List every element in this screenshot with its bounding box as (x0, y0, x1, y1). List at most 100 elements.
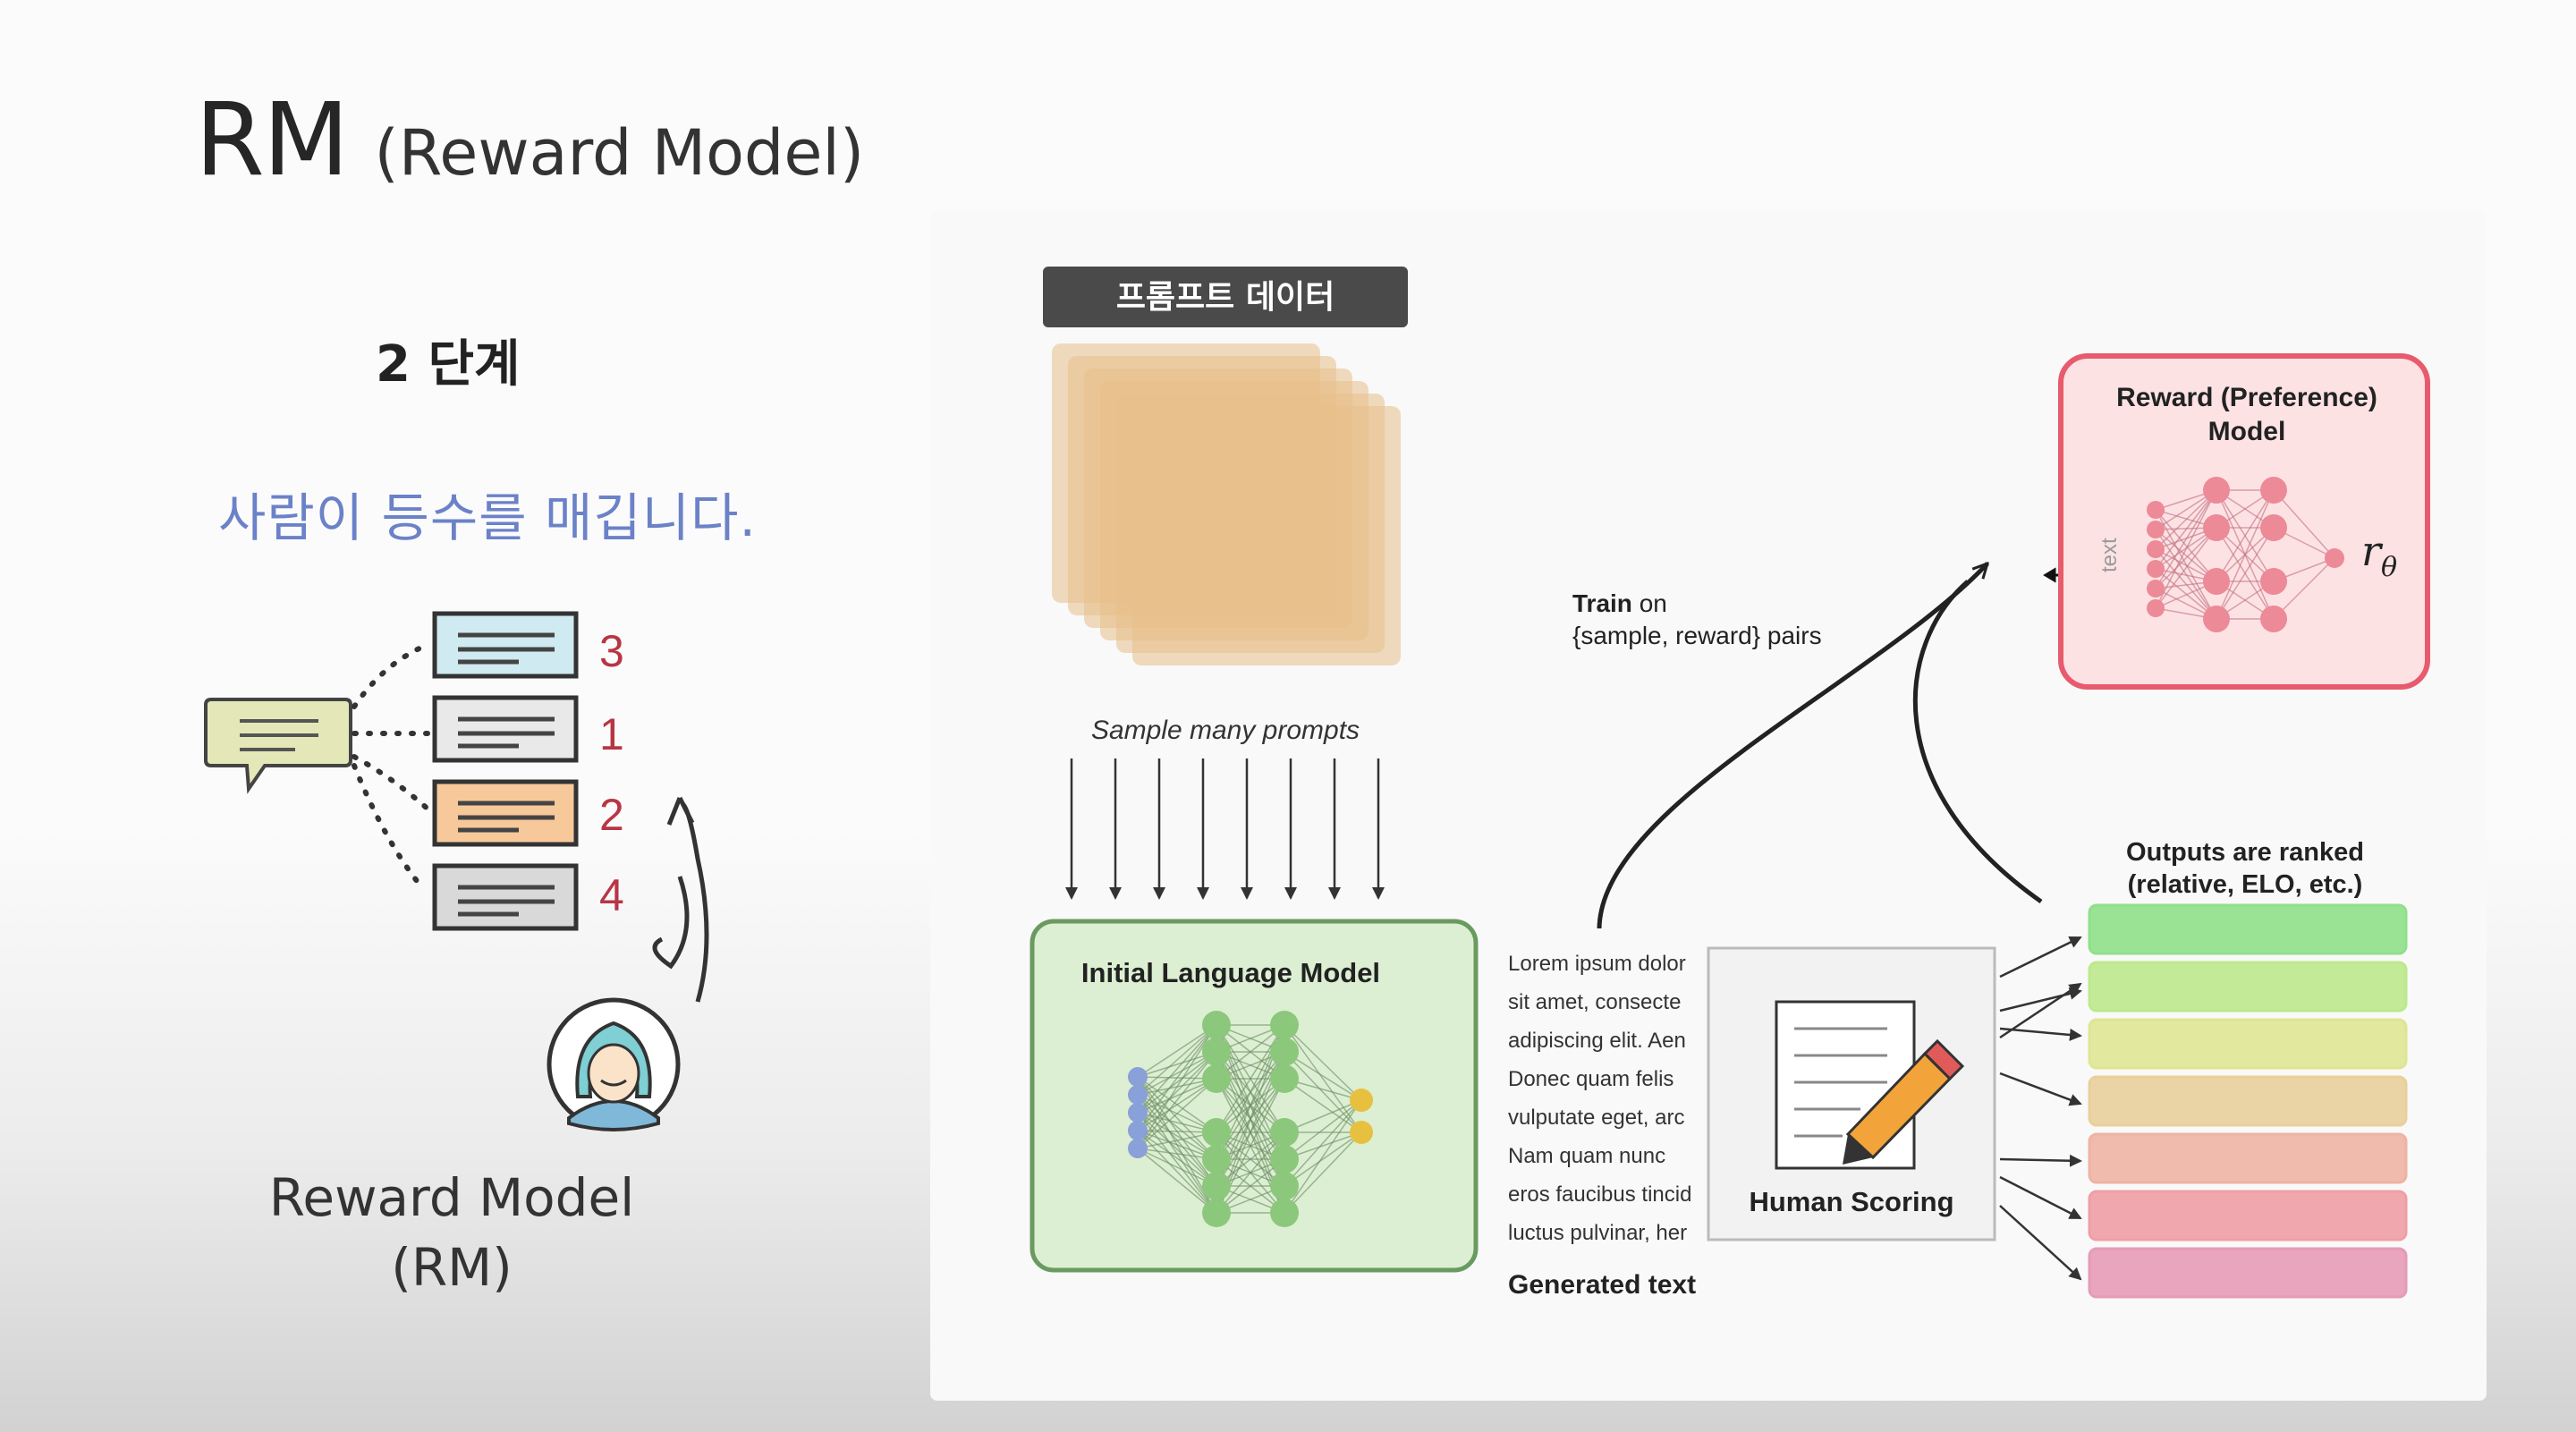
score-arrow (1999, 936, 2082, 979)
net-node (2203, 606, 2230, 632)
net-edge (1216, 1024, 1285, 1133)
net-node (2203, 514, 2230, 541)
net-edge (1137, 1024, 1217, 1131)
net-node (2203, 568, 2230, 595)
net-edge (2273, 557, 2335, 620)
step-title: 2 단계 (376, 335, 521, 394)
prompt-data-label: 프롬프트 데이터 (1043, 267, 1408, 327)
prompt-card (1132, 406, 1401, 665)
net-node (2147, 521, 2165, 538)
generated-text-line: Lorem ipsum dolor (1508, 952, 1686, 976)
net-edge (1284, 1131, 1362, 1214)
net-edge (1284, 1099, 1362, 1187)
score-arrow (1999, 1072, 2082, 1106)
rm-input-label: text (2097, 538, 2122, 572)
generated-text-line: luctus pulvinar, her (1508, 1221, 1687, 1245)
net-node (1202, 1172, 1231, 1200)
net-edge (2155, 509, 2217, 620)
response-card-1 (432, 611, 579, 679)
net-edge (1137, 1112, 1217, 1214)
net-edge (1284, 1051, 1362, 1101)
net-edge (2216, 527, 2275, 620)
sample-arrows (1065, 758, 1385, 900)
generated-text: Lorem ipsum dolor sit amet, consecte adipi… (1508, 952, 1696, 1300)
net-node (1128, 1121, 1148, 1140)
net-edge (1137, 1051, 1217, 1114)
net-edge (1137, 1024, 1217, 1149)
net-node (1128, 1085, 1148, 1105)
net-node (2147, 501, 2165, 519)
score-arrow (1999, 987, 2082, 1013)
train-arrow (1597, 563, 1987, 929)
neural-network-icon (1128, 1011, 1373, 1227)
net-edge (1284, 1099, 1362, 1214)
net-edge (2155, 509, 2217, 582)
net-node (1128, 1103, 1148, 1123)
sample-prompts-label: Sample many prompts (1091, 716, 1360, 745)
net-edge (2155, 548, 2217, 620)
net-edge (1137, 1112, 1217, 1187)
curly-arrow-icon (652, 796, 709, 1003)
title-main: RM (195, 82, 349, 199)
net-node (2260, 606, 2287, 632)
ranking-illustration: 3 1 2 4 (204, 611, 709, 1131)
net-node (2260, 477, 2287, 504)
net-edge (1216, 1131, 1285, 1214)
net-node (2147, 580, 2165, 597)
train-label: Train on {sample, reward} pairs (1572, 589, 1822, 649)
net-edge (1137, 1051, 1217, 1149)
human-scoring-label: Human Scoring (1749, 1186, 1953, 1217)
score-arrow (1999, 1154, 2082, 1167)
net-node (1350, 1089, 1373, 1112)
rank-label: 2 (599, 790, 624, 840)
svg-text:Train on: Train on (1572, 589, 1667, 617)
net-edge (1137, 1130, 1217, 1187)
generated-text-line: sit amet, consecte (1508, 990, 1681, 1014)
net-edge (1216, 1024, 1285, 1080)
net-node (1202, 1118, 1231, 1147)
ranked-output-bar (2088, 1018, 2408, 1070)
net-edge (2273, 489, 2335, 559)
net-edge (1137, 1024, 1217, 1078)
net-node (1270, 1199, 1299, 1227)
net-node (1128, 1139, 1148, 1158)
score-arrows (1999, 936, 2082, 1281)
net-node (2260, 568, 2287, 595)
score-arrow (1999, 1175, 2082, 1220)
net-node (2260, 514, 2287, 541)
net-edge (1137, 1051, 1217, 1096)
rm-title: Model (2208, 417, 2286, 446)
speech-bubble-icon (204, 698, 352, 794)
rank-label: 4 (599, 870, 624, 920)
net-edge (1137, 1130, 1217, 1214)
net-node (1270, 1064, 1299, 1093)
net-edge (1137, 1078, 1217, 1131)
rank-label: 3 (599, 626, 624, 676)
outputs-ranked-label: Outputs are ranked (2126, 838, 2364, 867)
generated-text-line: adipiscing elit. Aen (1508, 1029, 1686, 1053)
net-edge (1284, 1099, 1362, 1160)
page-title: RM(Reward Model) (195, 82, 864, 199)
reward-preference-model: Reward (Preference) Model text rθ (2058, 353, 2430, 690)
net-edge (1137, 1148, 1217, 1187)
net-edge (1137, 1024, 1217, 1114)
net-node (1270, 1118, 1299, 1147)
net-node (2147, 540, 2165, 558)
generated-text-line: Nam quam nunc (1508, 1144, 1665, 1168)
generated-text-line: Donec quam felis (1508, 1067, 1674, 1091)
rm-output-symbol: rθ (2361, 527, 2397, 583)
net-edge (2155, 527, 2217, 589)
net-node (2147, 560, 2165, 578)
ranked-output-bar (2088, 961, 2408, 1013)
ranked-outputs (2088, 903, 2408, 1299)
net-edge (1137, 1024, 1217, 1096)
net-node (1270, 1145, 1299, 1174)
net-edge (1284, 1131, 1362, 1187)
net-edge (2216, 489, 2275, 620)
net-edge (1216, 1158, 1285, 1214)
net-node (2325, 548, 2344, 568)
human-scoring: Human Scoring (1707, 946, 1996, 1241)
svg-text:{sample, reward} pairs: {sample, reward} pairs (1572, 622, 1822, 649)
outputs-ranked-sublabel: (relative, ELO, etc.) (2128, 870, 2363, 899)
